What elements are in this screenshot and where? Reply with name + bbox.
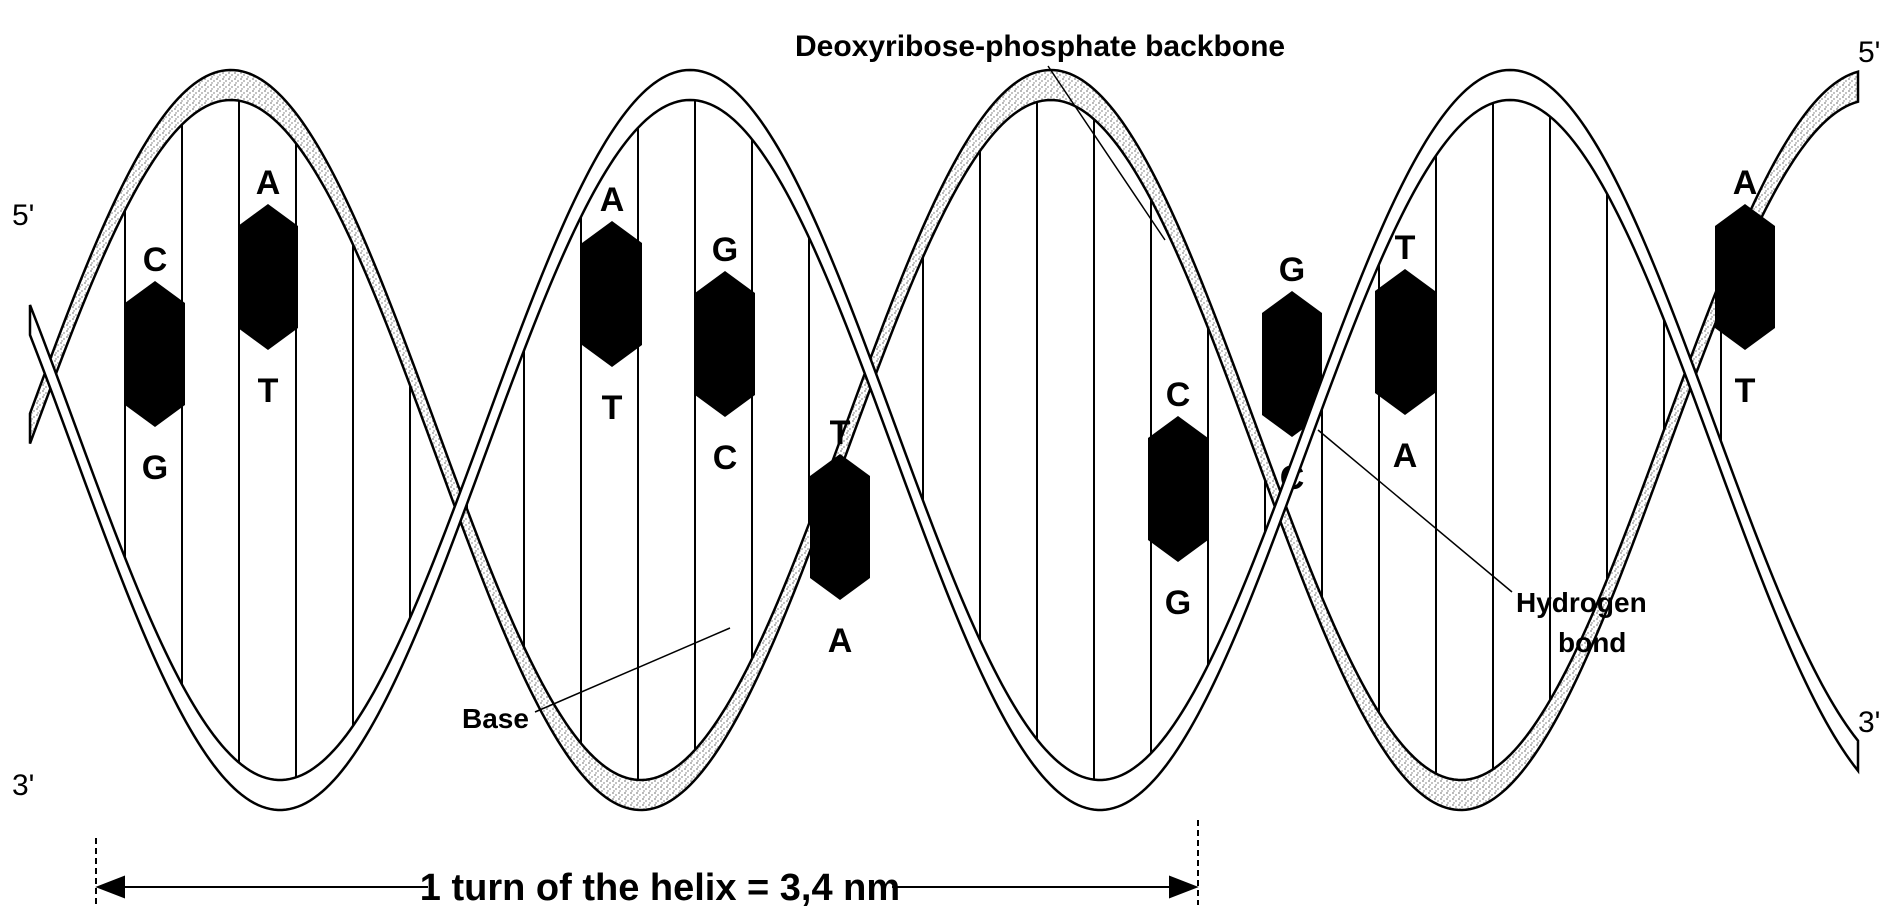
base-letter-bottom: T — [1735, 372, 1756, 410]
backbone-leader-line — [1048, 66, 1165, 240]
backbone-label: Deoxyribose-phosphate backbone — [795, 30, 1285, 63]
base-letter-bottom: G — [1165, 584, 1191, 622]
base-letter-top: A — [1733, 164, 1758, 202]
end-label-3prime-right: 3' — [1858, 706, 1880, 739]
end-label-5prime-left: 5' — [12, 199, 34, 232]
dimension-arrow-right-icon — [1170, 877, 1196, 897]
base-letter-top: C — [143, 241, 168, 279]
base-letter-bottom: C — [713, 439, 738, 477]
base-pair: GC — [695, 231, 755, 477]
hydrogen-bond-chevron — [1148, 416, 1208, 562]
base-pair: TA — [810, 414, 870, 660]
base-letter-bottom: T — [258, 372, 279, 410]
base-letter-top: A — [256, 164, 281, 202]
hydrogen-bond-chevron — [238, 204, 298, 350]
base-letter-top: G — [1279, 251, 1305, 289]
base-letter-top: G — [712, 231, 738, 269]
base-letter-top: C — [1166, 376, 1191, 414]
hydrogen-bond-chevron — [582, 221, 642, 367]
base-letter-bottom: T — [602, 389, 623, 427]
base-leader-line — [535, 628, 730, 712]
hydrogen-bond-chevron — [125, 281, 185, 427]
backbone-back-strand — [30, 70, 1858, 810]
base-letter-top: T — [830, 414, 851, 452]
base-letter-top: T — [1395, 229, 1416, 267]
base-pair: TA — [1375, 229, 1435, 475]
hydrogen-bond-chevron — [810, 454, 870, 600]
hydrogen-bond-chevron — [1715, 204, 1775, 350]
base-letter-bottom: A — [828, 622, 853, 660]
base-letter-bottom: G — [142, 449, 168, 487]
base-label: Base — [462, 703, 529, 734]
backbone-back-ribbon — [30, 70, 1858, 810]
hydrogen-bond-label-line2: bond — [1558, 627, 1626, 658]
base-pair: AT — [238, 164, 298, 410]
base-rungs — [125, 85, 1721, 795]
hydrogen-bond-chevron — [695, 271, 755, 417]
end-label-5prime-right: 5' — [1858, 36, 1880, 69]
hydrogen-bond-label-line1: Hydrogen — [1516, 587, 1647, 618]
base-letter-top: A — [600, 181, 625, 219]
base-pair: CG — [1148, 376, 1208, 622]
base-pair: AT — [582, 181, 642, 427]
dimension-arrow-left-icon — [98, 877, 124, 897]
helix-turn-label: 1 turn of the helix = 3,4 nm — [420, 867, 900, 909]
base-letter-bottom: A — [1393, 437, 1418, 475]
hydrogen-bond-chevron — [1375, 269, 1435, 415]
base-pair: CG — [125, 241, 185, 487]
end-label-3prime-left: 3' — [12, 769, 34, 802]
